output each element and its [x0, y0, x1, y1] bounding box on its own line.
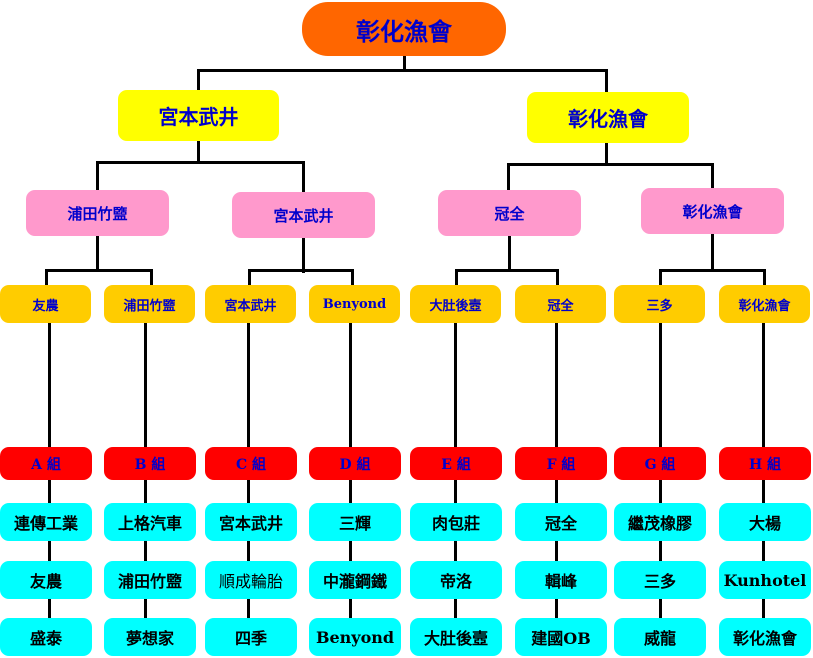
bracket-line — [508, 236, 511, 271]
group-label: D 組 — [309, 447, 401, 480]
bracket-line — [454, 322, 457, 448]
bracket-line — [403, 56, 406, 71]
group-label: C 組 — [205, 447, 297, 480]
bracket-line — [659, 269, 662, 286]
quarterfinal-box: 宮本武井 — [232, 192, 375, 238]
bracket-line — [247, 322, 250, 448]
bracket-line — [762, 480, 765, 620]
bracket-line — [455, 269, 559, 272]
team-box: 三輝 — [309, 503, 401, 541]
team-box: 夢想家 — [104, 618, 196, 656]
semifinal-box: 宮本武井 — [118, 90, 279, 141]
bracket-line — [507, 163, 714, 166]
bracket-line — [150, 269, 153, 286]
bracket-line — [659, 480, 662, 620]
quarterfinal-box: 彰化漁會 — [641, 188, 784, 234]
bracket-line — [605, 143, 608, 165]
team-box: 四季 — [205, 618, 297, 656]
group-label: F 組 — [515, 447, 607, 480]
team-box: 建國OB — [515, 618, 607, 656]
bracket-line — [351, 269, 354, 286]
round16-box: 宮本武井 — [205, 285, 296, 323]
bracket-line — [302, 161, 305, 193]
round16-box: 三多 — [614, 285, 705, 323]
group-label: G 組 — [614, 447, 706, 480]
team-box: 順成輪胎 — [205, 561, 297, 599]
team-box: 威龍 — [614, 618, 706, 656]
team-box: 上格汽車 — [104, 503, 196, 541]
team-box: 三多 — [614, 561, 706, 599]
bracket-line — [48, 480, 51, 620]
round16-box: 大肚後壼 — [410, 285, 501, 323]
bracket-line — [349, 480, 352, 620]
bracket-line — [762, 322, 765, 448]
quarterfinal-box: 浦田竹盬 — [26, 190, 169, 236]
team-box: 冠全 — [515, 503, 607, 541]
bracket-line — [144, 480, 147, 620]
bracket-line — [763, 269, 766, 286]
bracket-line — [144, 322, 147, 448]
bracket-line — [45, 269, 48, 286]
bracket-line — [507, 163, 510, 191]
bracket-line — [247, 480, 250, 620]
semifinal-box: 彰化漁會 — [527, 92, 689, 143]
bracket-line — [197, 69, 200, 91]
bracket-line — [96, 161, 304, 164]
bracket-line — [197, 141, 200, 163]
bracket-line — [48, 322, 51, 448]
bracket-line — [96, 236, 99, 271]
team-box: 輯峰 — [515, 561, 607, 599]
bracket-line — [659, 322, 662, 448]
team-box: Benyond — [309, 618, 401, 656]
champion-box: 彰化漁會 — [302, 2, 506, 56]
group-label: H 組 — [719, 447, 811, 480]
bracket-line — [555, 322, 558, 448]
team-box: 大肚後壼 — [410, 618, 502, 656]
round16-box: 彰化漁會 — [719, 285, 810, 323]
team-box: 繼茂橡膠 — [614, 503, 706, 541]
team-box: 盛泰 — [0, 618, 92, 656]
bracket-line — [248, 269, 251, 286]
group-label: A 組 — [0, 447, 92, 480]
team-box: 肉包莊 — [410, 503, 502, 541]
bracket-line — [96, 161, 99, 191]
round16-box: Benyond — [309, 285, 400, 323]
team-box: 大楊 — [719, 503, 811, 541]
bracket-line — [248, 269, 354, 272]
bracket-line — [45, 269, 153, 272]
bracket-line — [197, 69, 608, 72]
team-box: Kunhotel — [719, 561, 811, 599]
round16-box: 友農 — [0, 285, 91, 323]
bracket-line — [711, 163, 714, 189]
bracket-line — [659, 269, 766, 272]
bracket-line — [556, 269, 559, 286]
bracket-line — [302, 238, 305, 273]
team-box: 連傳工業 — [0, 503, 92, 541]
team-box: 浦田竹盬 — [104, 561, 196, 599]
bracket-line — [454, 480, 457, 620]
bracket-line — [555, 480, 558, 620]
team-box: 帝洛 — [410, 561, 502, 599]
round16-box: 冠全 — [515, 285, 606, 323]
team-box: 宮本武井 — [205, 503, 297, 541]
team-box: 彰化漁會 — [719, 618, 811, 656]
team-box: 友農 — [0, 561, 92, 599]
bracket-line — [605, 69, 608, 93]
group-label: B 組 — [104, 447, 196, 480]
bracket-line — [711, 234, 714, 269]
bracket-line — [349, 322, 352, 448]
team-box: 中瀧鋼鐵 — [309, 561, 401, 599]
group-label: E 組 — [410, 447, 502, 480]
bracket-line — [455, 269, 458, 286]
quarterfinal-box: 冠全 — [438, 190, 581, 236]
round16-box: 浦田竹盬 — [104, 285, 195, 323]
